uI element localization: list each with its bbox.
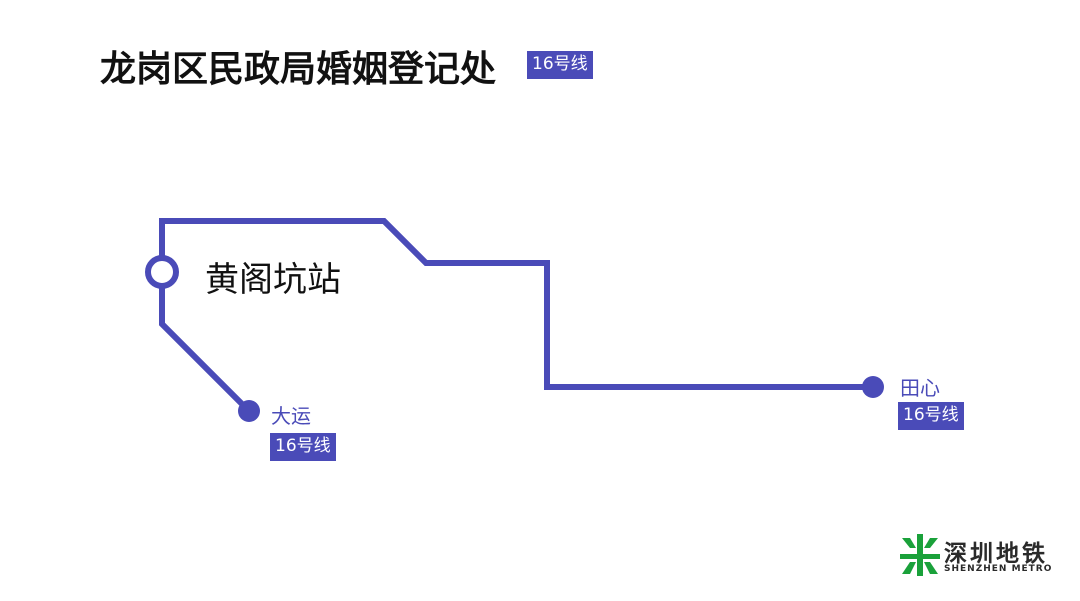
route-line-lower [159,272,252,414]
metro-logo-icon [900,534,940,576]
logo-text-cn: 深圳地铁 [944,541,1048,567]
page-title: 龙岗区民政局婚姻登记处 [100,49,497,90]
dayun-line-badge: 16号线 [270,433,336,461]
line-badge: 16号线 [527,51,593,79]
dayun-station-label: 大运 [271,404,311,428]
tianxin-station-label: 田心 [900,376,940,400]
current-station-marker[interactable] [145,255,179,289]
current-station-label: 黄阁坑站 [205,260,341,300]
shenzhen-metro-logo: 深圳地铁 SHENZHEN METRO [900,534,1060,578]
tianxin-line-badge: 16号线 [898,402,964,430]
dayun-terminal-marker[interactable] [238,400,260,422]
route-line-upper [159,218,873,390]
tianxin-terminal-marker[interactable] [862,376,884,398]
logo-text-en: SHENZHEN METRO [944,564,1053,574]
